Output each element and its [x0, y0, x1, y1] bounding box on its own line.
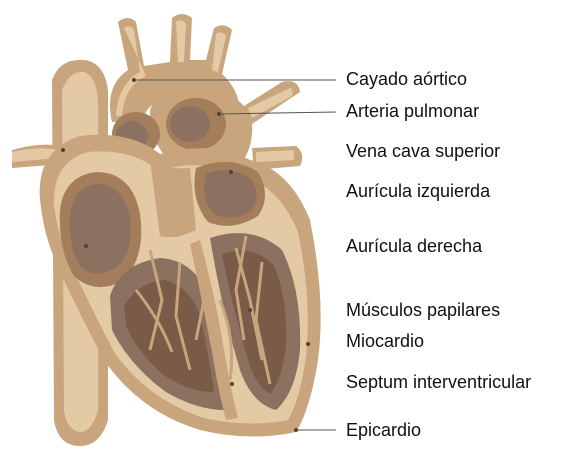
label-miocardio: Miocardio — [346, 331, 424, 351]
label-cayado-aortico: Cayado aórtico — [346, 69, 467, 89]
label-auricula-derecha: Aurícula derecha — [346, 236, 482, 256]
label-vena-cava-superior: Vena cava superior — [346, 141, 500, 161]
label-arteria-pulmonar: Arteria pulmonar — [346, 101, 479, 121]
label-septum-interventricular: Septum interventricular — [346, 372, 531, 392]
label-musculos-papilares: Músculos papilares — [346, 300, 500, 320]
label-epicardio: Epicardio — [346, 420, 421, 440]
label-auricula-izquierda: Aurícula izquierda — [346, 181, 490, 201]
